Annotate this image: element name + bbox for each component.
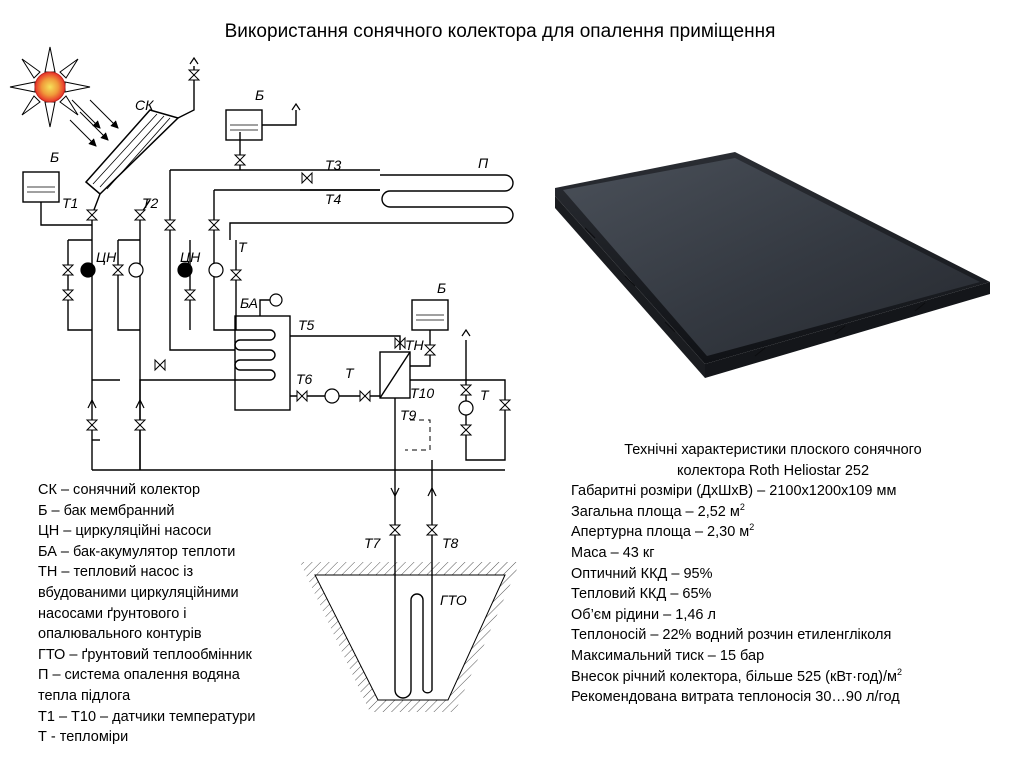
legend-item: СК – сонячний колектор xyxy=(38,482,201,498)
spec-title-line: Технічні характеристики плоского сонячно… xyxy=(624,442,922,458)
legend-item: насосами ґрунтового і xyxy=(38,605,187,622)
spec-fluid-volume: Об’єм рідини – 1,46 л xyxy=(571,606,716,623)
legend-item: опалювального контурів xyxy=(38,626,202,643)
legend-item: тепла підлога xyxy=(38,687,131,704)
label-b-right: Б xyxy=(437,280,446,296)
label-t8: Т8 xyxy=(442,535,459,551)
spec-annual-yield-sup: 2 xyxy=(897,666,903,677)
ground-heat-exchanger xyxy=(300,560,520,712)
spec-aperture-area-sup: 2 xyxy=(749,522,755,533)
spec-total-area-text: Загальна площа – 2,52 м xyxy=(571,503,740,520)
spec-title-line: колектора Roth Heliostar 252 xyxy=(676,462,870,479)
label-t-upper: Т xyxy=(238,239,248,255)
legend-item: П – система опалення водяна xyxy=(38,667,240,684)
spec-thermal-efficiency: Тепловий ККД – 65% xyxy=(571,586,712,603)
label-b-top: Б xyxy=(255,87,264,103)
sun-rays xyxy=(69,99,119,147)
spec-annual-yield: Внесок річний колектора, більше 525 (кВт… xyxy=(571,667,1001,688)
label-gto: ГТО xyxy=(440,592,467,608)
label-t5: Т5 xyxy=(298,317,315,333)
label-tn: ТН xyxy=(405,337,425,353)
label-t4: Т4 xyxy=(325,191,342,207)
heating-schematic: СК Б Б Б Т1 Т2 Т3 Т4 Т5 Т6 Т7 Т8 Т9 Т10 … xyxy=(9,46,520,712)
label-t9: Т9 xyxy=(400,407,417,423)
spec-title: Технічні характеристики плоского сонячно… xyxy=(563,440,983,481)
label-t2: Т2 xyxy=(142,195,159,211)
tank-liquid xyxy=(27,124,444,321)
legend-item: Т - тепломіри xyxy=(38,729,129,746)
label-t3: Т3 xyxy=(325,157,342,173)
spec-aperture-area-text: Апертурна площа – 2,30 м xyxy=(571,524,750,541)
legend-item: ЦН – циркуляційні насоси xyxy=(38,523,212,540)
label-tsn-left: ЦН xyxy=(96,249,117,265)
label-p: П xyxy=(478,155,489,171)
spec-dimensions: Габаритні розміри (ДхШхВ) – 2100х1200х10… xyxy=(571,483,897,500)
label-b-left: Б xyxy=(50,149,59,165)
slide-title: Використання сонячного колектора для опа… xyxy=(224,21,776,42)
legend-item: Т1 – Т10 – датчики температури xyxy=(38,708,256,725)
spec-aperture-area: Апертурна площа – 2,30 м2 xyxy=(571,522,1001,543)
pump-icons xyxy=(80,262,474,416)
spec-optical-efficiency: Оптичний ККД – 95% xyxy=(571,565,713,582)
legend-item: БА – бак-акумулятор теплоти xyxy=(38,543,236,560)
label-t6: Т6 xyxy=(296,371,313,387)
spec-list: Технічні характеристики плоского сонячно… xyxy=(571,440,1001,708)
spec-mass: Маса – 43 кг xyxy=(571,544,655,561)
spec-total-area: Загальна площа – 2,52 м2 xyxy=(571,502,1001,523)
spec-annual-yield-text: Внесок річний колектора, більше 525 (кВт… xyxy=(571,668,898,685)
legend: СК – сонячний колектор Б – бак мембранни… xyxy=(38,480,318,748)
label-t-right: Т xyxy=(480,387,490,403)
label-t-middle: Т xyxy=(345,365,355,381)
legend-item: ТН – тепловий насос із xyxy=(38,564,194,581)
label-t1: Т1 xyxy=(62,195,78,211)
label-ba: БА xyxy=(240,295,258,311)
solar-collector-photo xyxy=(555,152,990,378)
spec-total-area-sup: 2 xyxy=(739,501,745,512)
label-sk: СК xyxy=(135,97,154,113)
label-tsn-right: ЦН xyxy=(180,249,201,265)
label-t10: Т10 xyxy=(410,385,434,401)
spec-flow-rate: Рекомендована витрата теплоносія 30…90 л… xyxy=(571,689,900,706)
sun-icon xyxy=(9,46,91,128)
label-t7: Т7 xyxy=(364,535,382,551)
solar-collector xyxy=(84,109,180,196)
legend-item: ГТО – ґрунтовий теплообмінник xyxy=(38,646,252,663)
spec-max-pressure: Максимальний тиск – 15 бар xyxy=(571,647,765,664)
valve-icons xyxy=(61,69,512,536)
legend-item: вбудованими циркуляційними xyxy=(38,584,239,601)
spec-heat-carrier: Теплоносій – 22% водний розчин етиленглі… xyxy=(571,627,892,644)
legend-item: Б – бак мембранний xyxy=(38,502,175,519)
